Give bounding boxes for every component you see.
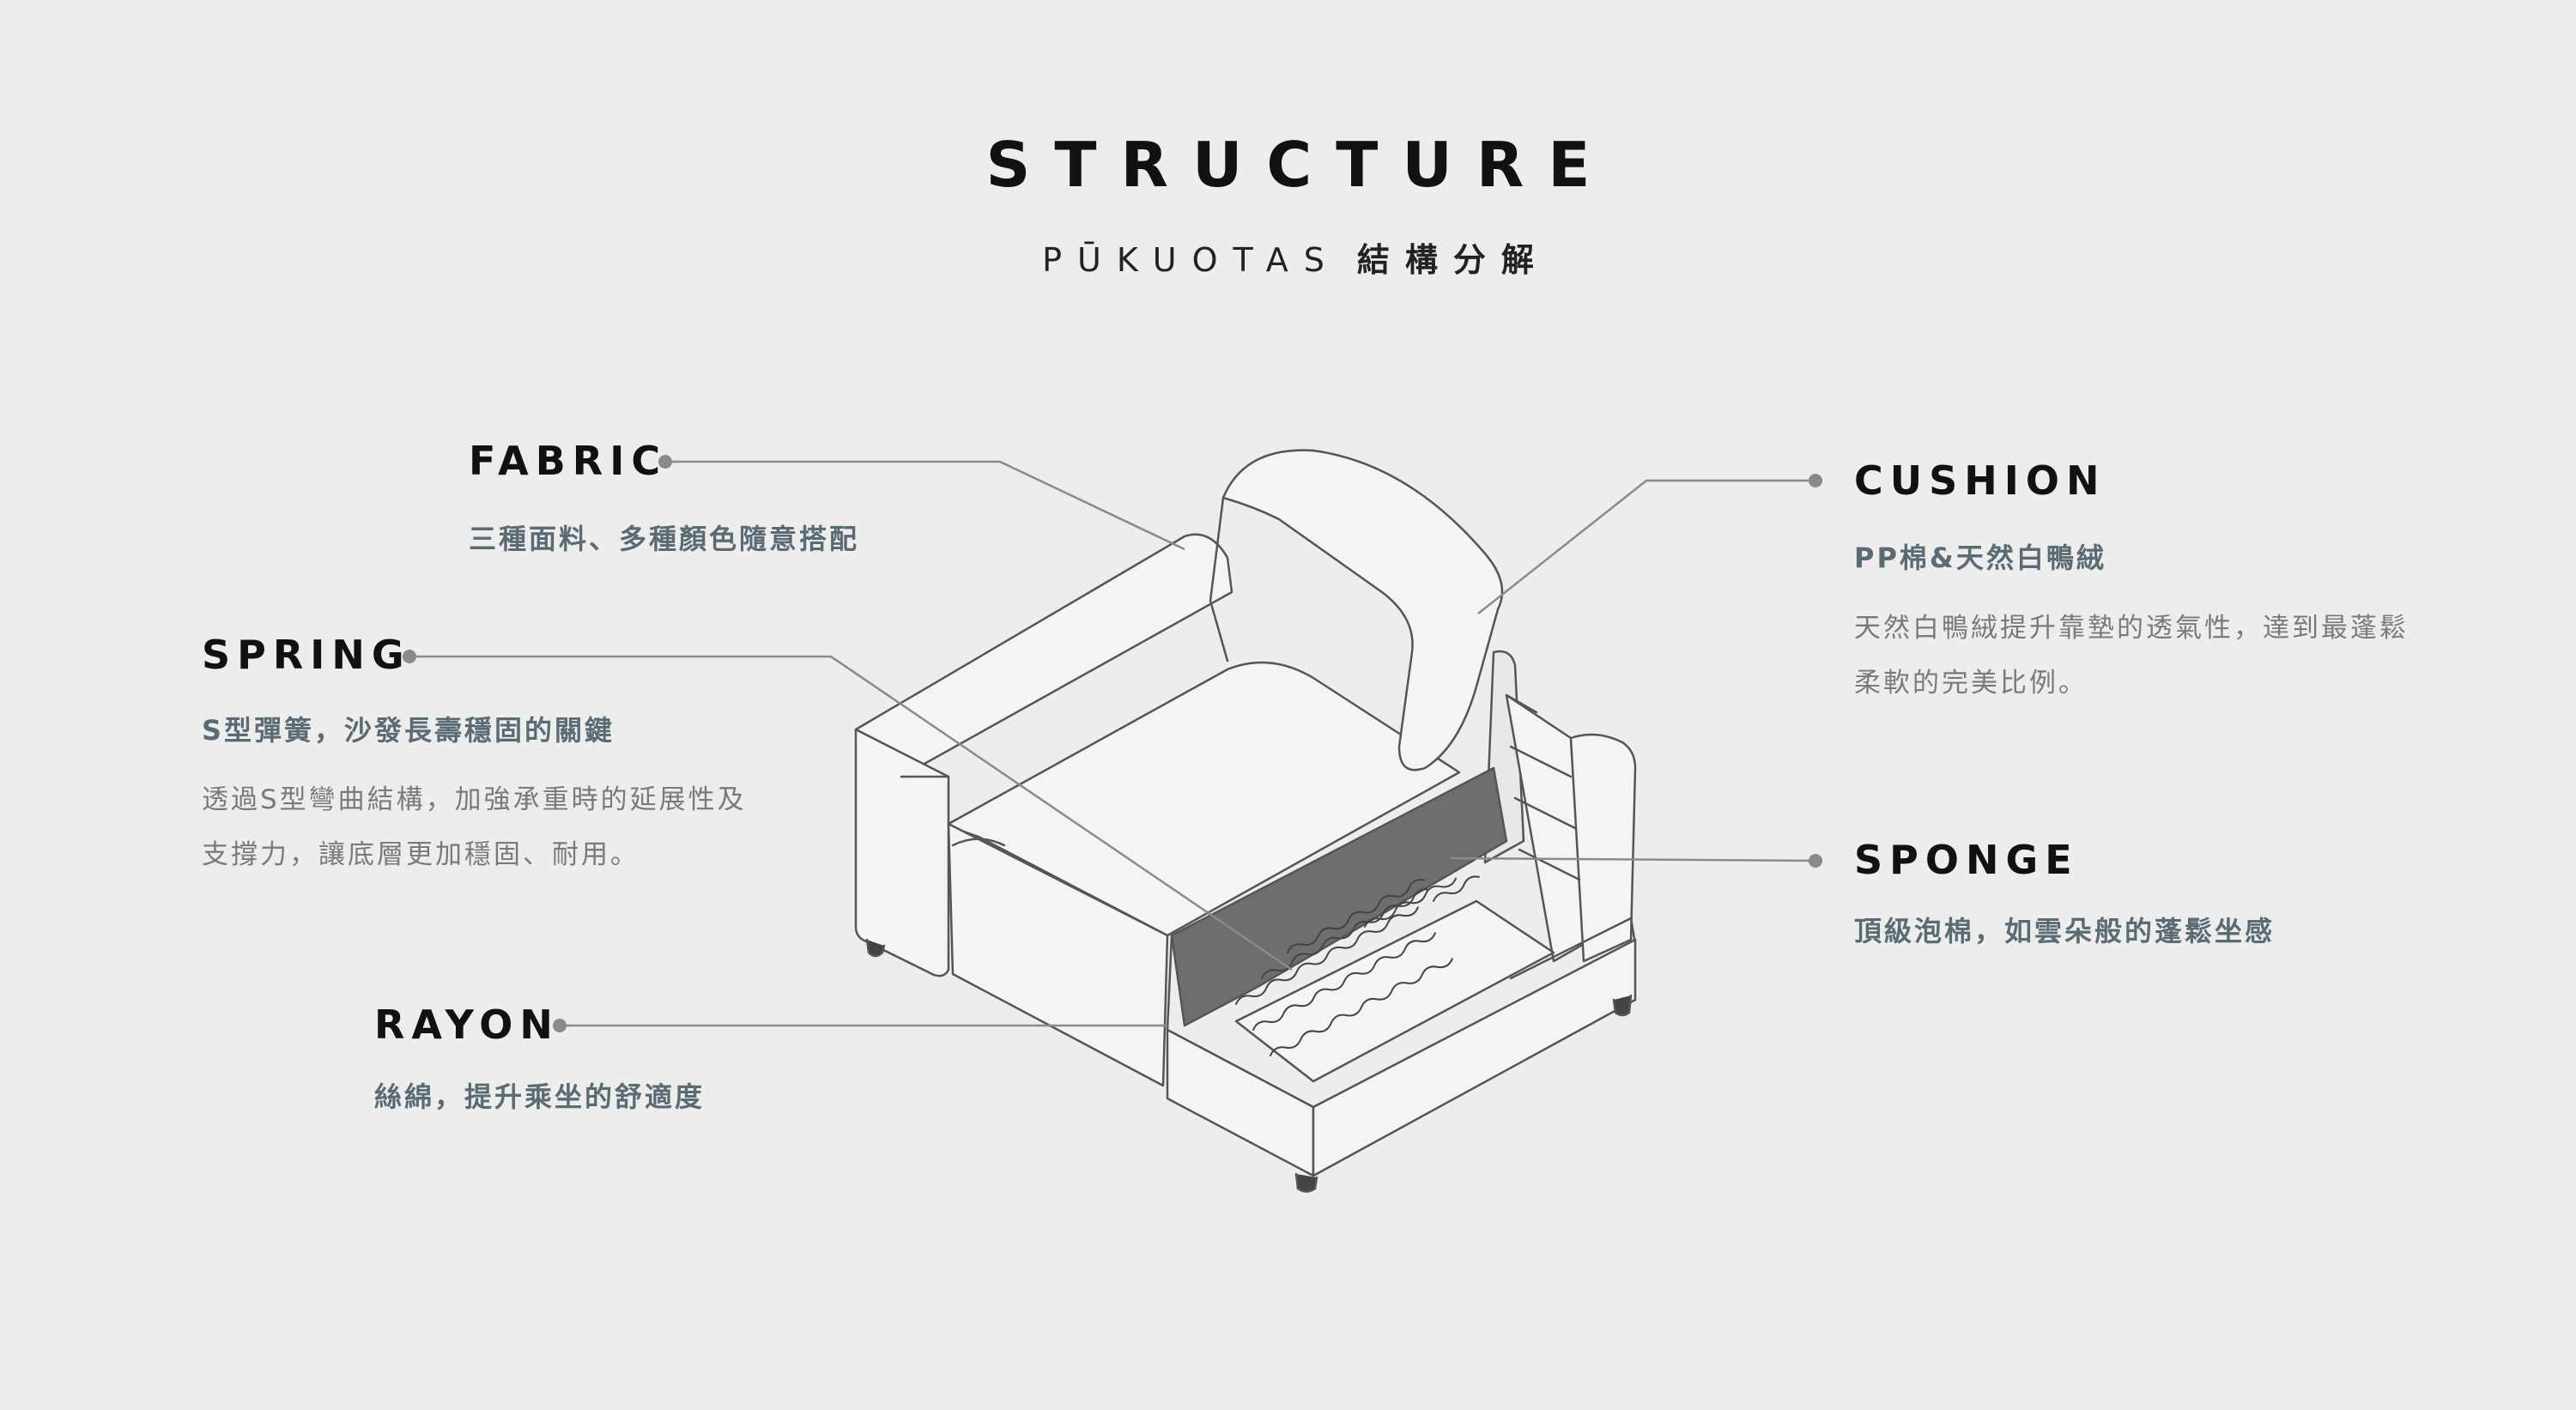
spring-bed	[1234, 899, 1555, 1083]
rayon-subhead: 絲綿，提升乘坐的舒適度	[374, 1080, 706, 1113]
sponge-leader-dot	[1809, 854, 1822, 868]
sponge-leader-line	[1450, 856, 1816, 862]
sponge-cutaway	[1170, 766, 1508, 1027]
sponge-label: SPONGE	[1854, 837, 2079, 883]
left-armrest-front	[854, 728, 950, 977]
cushion-leader-line	[1477, 479, 1815, 614]
spring-body: 透過S型彎曲結構，加強承重時的延展性及 支撐力，讓底層更加穩固、耐用。	[202, 772, 747, 882]
spring-body-line1: 透過S型彎曲結構，加強承重時的延展性及	[202, 784, 747, 815]
rayon-label: RAYON	[374, 1002, 560, 1048]
header: STRUCTURE PŪKUOTAS 結構分解	[0, 129, 2576, 281]
rayon-leader-dot	[553, 1019, 567, 1032]
frame-slats	[1505, 693, 1581, 881]
fabric-leader-line	[665, 460, 1185, 551]
subtitle-cn: 結構分解	[1356, 241, 1549, 279]
back-cushion	[1221, 449, 1504, 772]
fabric-subhead: 三種面料、多種顏色隨意搭配	[469, 523, 860, 555]
right-arm	[1569, 733, 1637, 963]
cushion-body-line1: 天然白鴨絨提升靠墊的透氣性，達到最蓬鬆	[1854, 613, 2409, 644]
cushion-body: 天然白鴨絨提升靠墊的透氣性，達到最蓬鬆 柔軟的完美比例。	[1854, 601, 2409, 711]
brand-name: PŪKUOTAS	[1042, 241, 1340, 279]
spring-leader-dot	[403, 650, 416, 663]
fabric-leader-dot	[658, 455, 672, 469]
cushion-body-line2: 柔軟的完美比例。	[1854, 668, 2088, 699]
foot-front	[1294, 1172, 1318, 1193]
foot-right	[1612, 994, 1633, 1017]
spring-leader-line	[409, 655, 1293, 971]
page-title: STRUCTURE	[985, 129, 1615, 201]
fabric-label: FABRIC	[469, 438, 668, 484]
spring-label: SPRING	[202, 632, 411, 678]
s-springs	[1235, 875, 1480, 1056]
foot-left	[865, 938, 886, 958]
spring-body-line2: 支撐力，讓底層更加穩固、耐用。	[202, 839, 639, 870]
cushion-leader-dot	[1809, 474, 1822, 487]
cushion-subhead: PP棉&天然白鴨絨	[1854, 542, 2106, 574]
base-right	[1312, 938, 1637, 1177]
spring-subhead: S型彈簧，沙發長壽穩固的關鍵	[202, 714, 615, 747]
seat-front	[947, 822, 1169, 1087]
page-subtitle: PŪKUOTAS 結構分解	[0, 233, 2576, 281]
cushion-label: CUSHION	[1854, 457, 2106, 504]
sponge-subhead: 頂級泡棉，如雲朵般的蓬鬆坐感	[1854, 915, 2276, 947]
